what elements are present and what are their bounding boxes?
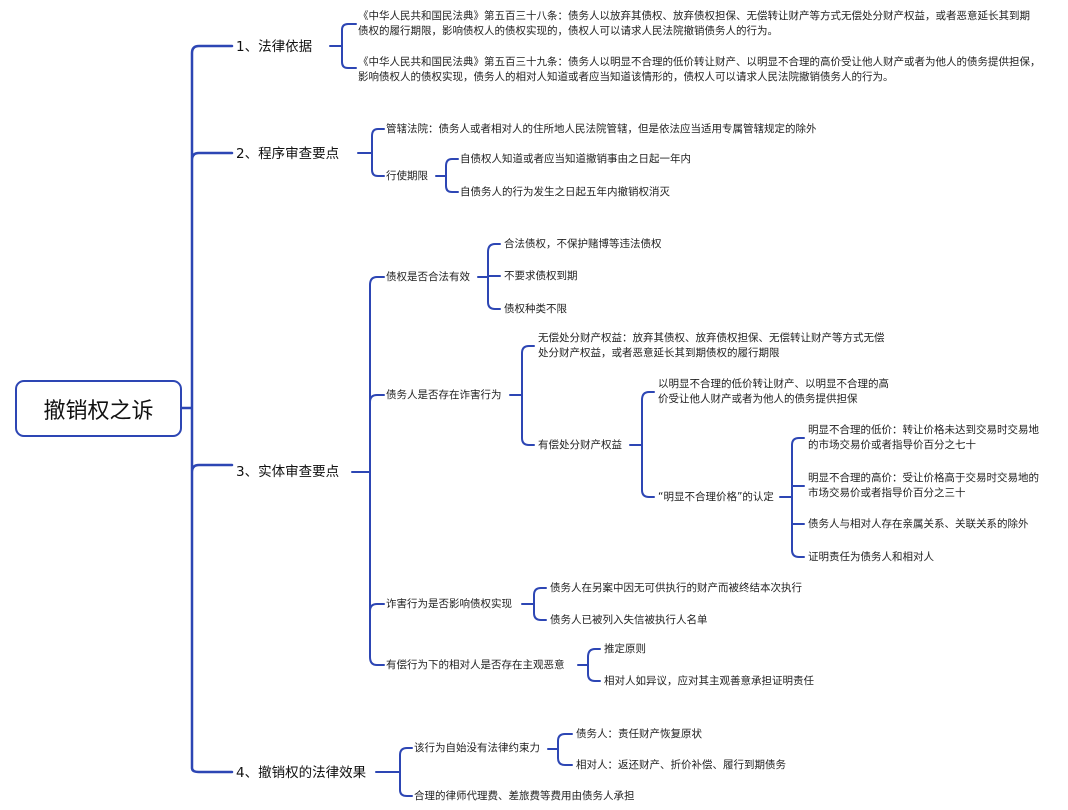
unreasonable-high-price: 明显不合理的高价：受让价格高于交易时交易地的市场交易价或者指导价百分之三十 — [808, 472, 1039, 499]
burden-of-proof: 证明责任为债务人和相对人 — [808, 551, 934, 563]
branch-4-connector — [375, 733, 573, 797]
branch-legal-effect[interactable]: 4、撤销权的法律效果 — [236, 765, 367, 781]
branch-3b-connector — [509, 345, 535, 446]
branch-3b2-connector — [629, 391, 655, 498]
branch-3c-connector — [521, 587, 547, 621]
jurisdiction-court: 管辖法院：债务人或者相对人的住所地人民法院管辖，但是依法应当适用专属管辖规定的除… — [386, 123, 817, 135]
period-five-years: 自债务人的行为发生之日起五年内撤销权消灭 — [460, 186, 670, 198]
dishonest-debtor-list: 债务人已被列入失信被执行人名单 — [550, 614, 708, 626]
counterparty-return-property: 相对人：返还财产、折价补偿、履行到期债务 — [576, 759, 786, 771]
period-one-year: 自债权人知道或者应当知道撤销事由之日起一年内 — [460, 153, 691, 165]
act-void-ab-initio: 该行为自始没有法律约束力 — [414, 742, 540, 754]
execution-terminated: 债务人在另案中因无可供执行的财产而被终结本次执行 — [550, 582, 802, 594]
related-party-exception: 债务人与相对人存在亲属关系、关联关系的除外 — [808, 518, 1029, 530]
branch-3a-connector — [477, 243, 501, 310]
claim-validity: 债权是否合法有效 — [386, 271, 470, 283]
onerous-disposal: 有偿处分财产权益 — [538, 439, 622, 451]
fees-borne-by-debtor: 合理的律师代理费、差旅费等费用由债务人承担 — [414, 790, 635, 802]
branch-3b3-connector — [779, 437, 805, 558]
unreasonable-price-determination: “明显不合理价格”的认定 — [658, 491, 774, 503]
unreasonable-price-transfer: 以明显不合理的低价转让财产、以明显不合理的高价受让他人财产或者为他人的债务提供担… — [658, 378, 889, 405]
legal-claim-only: 合法债权，不保护赌博等违法债权 — [504, 238, 662, 250]
counterparty-malice: 有偿行为下的相对人是否存在主观恶意 — [386, 659, 565, 671]
fraudulent-act: 债务人是否存在诈害行为 — [386, 389, 502, 401]
debtor-restore-property: 债务人：责任财产恢复原状 — [576, 728, 702, 740]
unreasonable-low-price: 明显不合理的低价：转让价格未达到交易时交易地的市场交易价或者指导价百分之七十 — [808, 424, 1039, 451]
branch-1-connector — [329, 23, 357, 69]
branch-3-connector — [351, 276, 385, 666]
trunk-connector — [180, 44, 234, 774]
branch-legal-basis[interactable]: 1、法律依据 — [236, 39, 313, 55]
claim-not-due-required: 不要求债权到期 — [504, 270, 578, 282]
counterparty-objection: 相对人如异议，应对其主观善意承担证明责任 — [604, 675, 814, 687]
exercise-period: 行使期限 — [386, 170, 428, 182]
presumption-principle: 推定原则 — [604, 643, 646, 655]
branch-procedure-review[interactable]: 2、程序审查要点 — [236, 146, 340, 162]
impact-on-claim: 诈害行为是否影响债权实现 — [386, 598, 512, 610]
branch-2-connector — [357, 128, 459, 193]
root-node[interactable]: 撤销权之诉 — [15, 380, 182, 437]
civil-code-article-538: 《中华人民共和国民法典》第五百三十八条：债务人以放弃其债权、放弃债权担保、无偿转… — [358, 10, 1030, 37]
branch-3d-connector — [577, 648, 601, 682]
gratuitous-disposal: 无偿处分财产权益：放弃其债权、放弃债权担保、无偿转让财产等方式无偿处分财产权益，… — [538, 332, 885, 359]
civil-code-article-539: 《中华人民共和国民法典》第五百三十九条：债务人以明显不合理的低价转让财产、以明显… — [358, 56, 1041, 83]
branch-substantive-review[interactable]: 3、实体审查要点 — [236, 464, 340, 480]
claim-type-unlimited: 债权种类不限 — [504, 303, 567, 315]
